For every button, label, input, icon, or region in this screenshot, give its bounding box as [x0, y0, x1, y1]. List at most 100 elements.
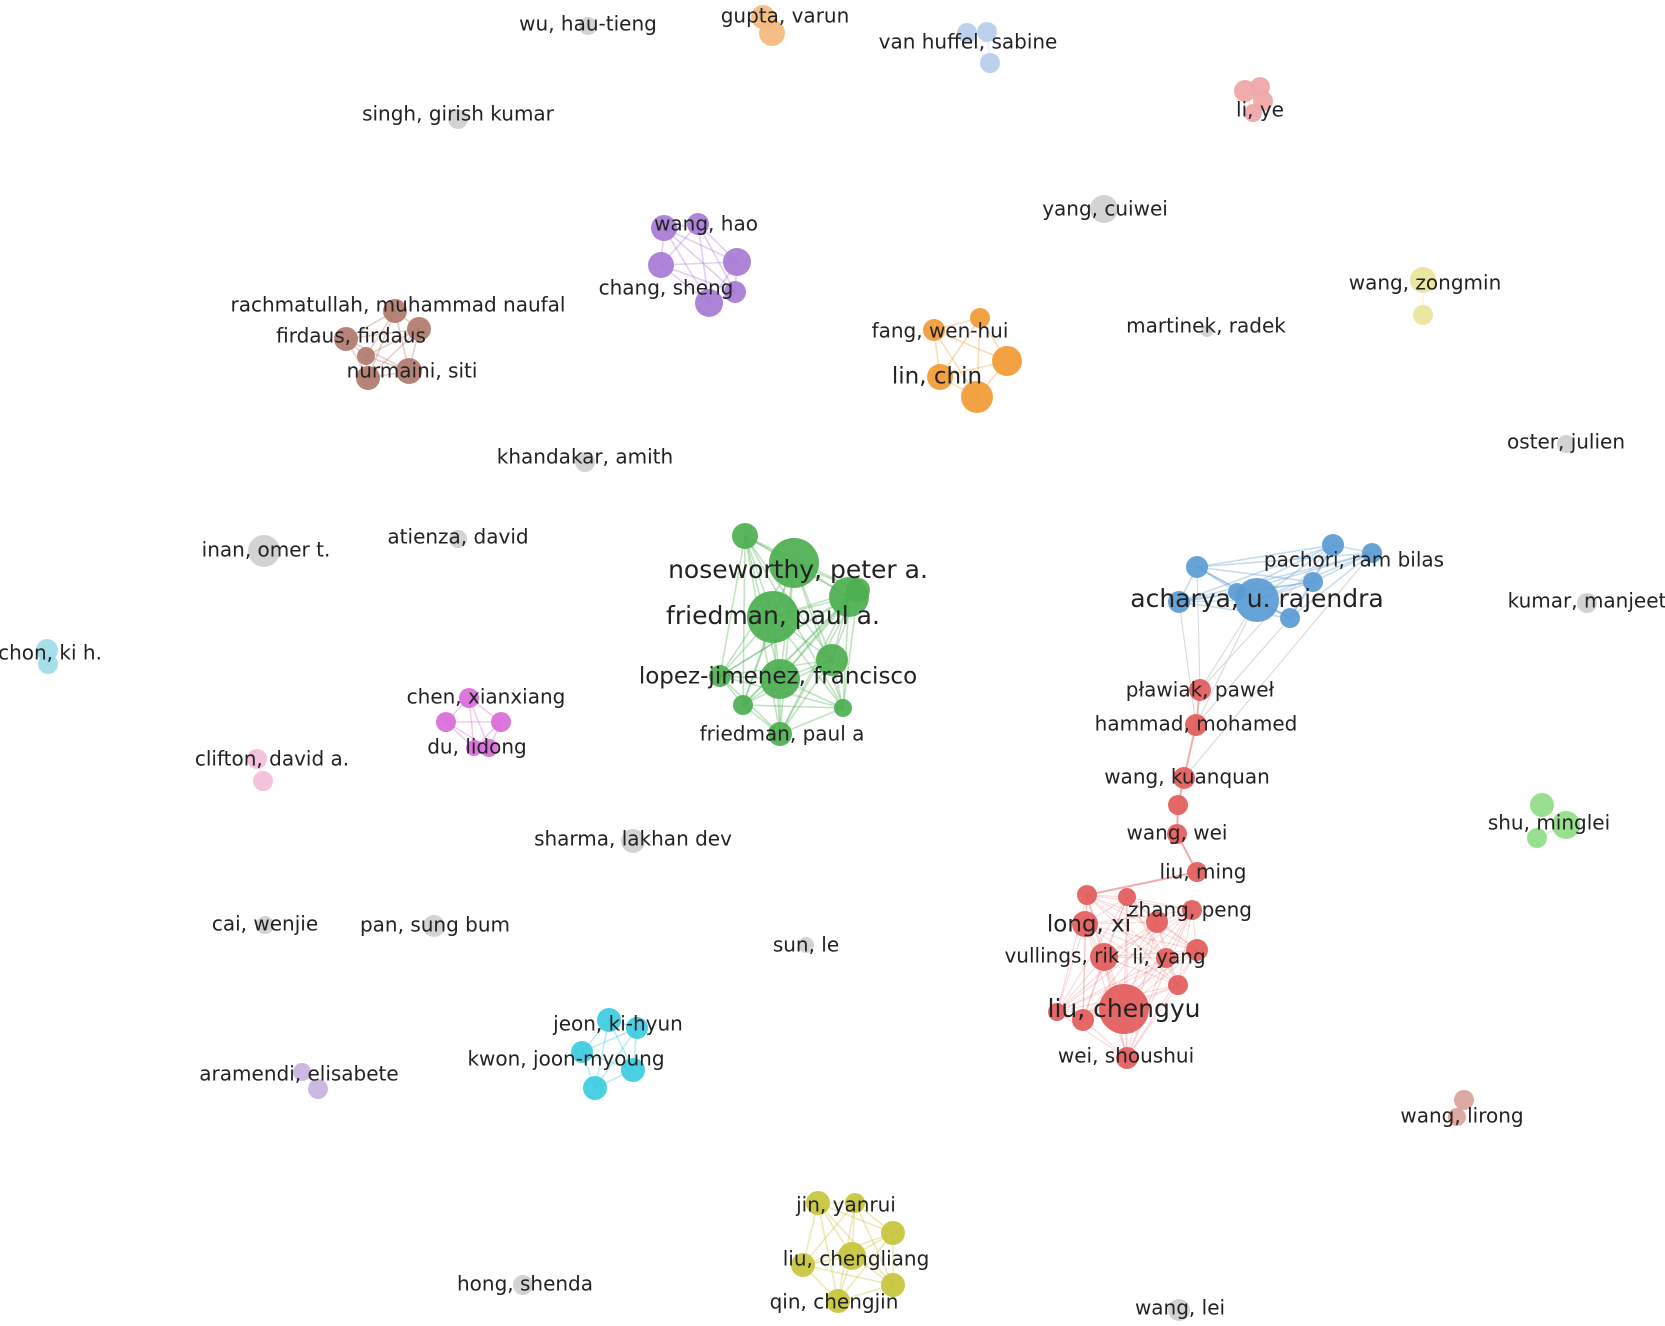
author-node[interactable]: [1454, 1090, 1474, 1110]
author-node[interactable]: [1244, 104, 1262, 122]
author-label-jeon-ki-hyun[interactable]: jeon, ki-hyun: [552, 1012, 683, 1036]
author-node[interactable]: [768, 722, 792, 746]
author-node[interactable]: [293, 1063, 311, 1081]
author-node[interactable]: [1187, 862, 1207, 882]
author-node[interactable]: [760, 659, 800, 699]
author-label-pachori-ram-bilas[interactable]: pachori, ram bilas: [1264, 548, 1444, 572]
author-node[interactable]: [1116, 1047, 1138, 1069]
author-node[interactable]: [466, 740, 482, 756]
author-label-pan-sung-bum[interactable]: pan, sung bum: [360, 913, 510, 937]
author-node[interactable]: [724, 281, 746, 303]
author-node[interactable]: [1185, 714, 1207, 736]
author-label-lopez-jimenez-francisco[interactable]: lopez-jimenez, francisco: [639, 664, 917, 690]
author-node[interactable]: [1167, 824, 1187, 844]
author-node[interactable]: [1186, 556, 1208, 578]
author-node[interactable]: [992, 346, 1022, 376]
author-label-chang-sheng[interactable]: chang, sheng: [599, 276, 734, 300]
author-node[interactable]: [1168, 795, 1188, 815]
author-node[interactable]: [977, 22, 997, 42]
author-node[interactable]: [838, 1242, 866, 1270]
author-node[interactable]: [1577, 593, 1597, 613]
author-label-plawiak-pawel[interactable]: pławiak, paweł: [1126, 678, 1275, 702]
author-node[interactable]: [806, 1191, 830, 1215]
author-node[interactable]: [436, 712, 456, 732]
author-label-chen-xianxiang[interactable]: chen, xianxiang: [407, 685, 566, 709]
author-node[interactable]: [575, 452, 595, 472]
author-label-yang-cuiwei[interactable]: yang, cuiwei: [1042, 197, 1168, 221]
author-node[interactable]: [826, 1289, 850, 1313]
author-label-fang-wen-hui[interactable]: fang, wen-hui: [872, 319, 1009, 343]
author-node[interactable]: [1552, 811, 1580, 839]
author-node[interactable]: [1072, 911, 1098, 937]
author-label-liu-ming[interactable]: liu, ming: [1160, 860, 1247, 884]
author-label-jin-yanrui[interactable]: jin, yanrui: [795, 1193, 896, 1217]
author-node[interactable]: [695, 289, 723, 317]
author-label-kumar-manjeet[interactable]: kumar, manjeet: [1508, 589, 1665, 613]
author-label-oster-julien[interactable]: oster, julien: [1507, 430, 1625, 454]
author-node[interactable]: [1099, 984, 1149, 1034]
author-node[interactable]: [1173, 767, 1195, 789]
author-node[interactable]: [621, 1058, 645, 1082]
author-node[interactable]: [846, 578, 870, 602]
author-node[interactable]: [759, 20, 785, 46]
author-node[interactable]: [648, 252, 674, 278]
author-label-atienza-david[interactable]: atienza, david: [387, 525, 528, 549]
author-node[interactable]: [513, 1275, 533, 1295]
author-node[interactable]: [834, 699, 852, 717]
author-node[interactable]: [1146, 911, 1168, 933]
author-node[interactable]: [248, 535, 280, 567]
author-node[interactable]: [38, 654, 58, 674]
author-label-cai-wenjie[interactable]: cai, wenjie: [212, 912, 318, 936]
author-node[interactable]: [247, 749, 267, 769]
author-node[interactable]: [491, 712, 511, 732]
author-label-vullings-rik[interactable]: vullings, rik: [1004, 944, 1119, 968]
author-node[interactable]: [571, 1041, 593, 1063]
author-label-wang-hao[interactable]: wang, hao: [654, 212, 758, 236]
author-node[interactable]: [1362, 543, 1382, 563]
author-node[interactable]: [1410, 267, 1436, 293]
author-node[interactable]: [621, 829, 645, 853]
author-node[interactable]: [253, 771, 273, 791]
author-label-li-ye[interactable]: li, ye: [1236, 98, 1284, 122]
author-node[interactable]: [383, 299, 407, 323]
author-node[interactable]: [1156, 948, 1176, 968]
author-node[interactable]: [1072, 1009, 1094, 1031]
author-label-lin-chin[interactable]: lin, chin: [892, 364, 982, 390]
author-node[interactable]: [1303, 572, 1323, 592]
author-label-qin-chengjin[interactable]: qin, chengjin: [770, 1290, 899, 1314]
author-node[interactable]: [732, 523, 758, 549]
author-node[interactable]: [816, 644, 848, 676]
author-node[interactable]: [791, 1253, 815, 1277]
author-node[interactable]: [927, 364, 953, 390]
author-node[interactable]: [970, 308, 990, 328]
author-node[interactable]: [733, 695, 753, 715]
author-label-kwon-joon-myoung[interactable]: kwon, joon-myoung: [467, 1047, 664, 1071]
author-label-aramendi-elisabete[interactable]: aramendi, elisabete: [199, 1062, 398, 1086]
author-node[interactable]: [1090, 195, 1118, 223]
author-node[interactable]: [1557, 435, 1575, 453]
author-label-wu-hau-tieng[interactable]: wu, hau-tieng: [519, 12, 657, 36]
author-label-wang-lirong[interactable]: wang, lirong: [1400, 1104, 1523, 1128]
author-node[interactable]: [747, 591, 799, 643]
author-node[interactable]: [845, 1193, 865, 1213]
author-node[interactable]: [1448, 1108, 1466, 1126]
author-label-acharya-u-rajendra[interactable]: acharya, u. rajendra: [1130, 584, 1384, 613]
author-label-khandakar-amith[interactable]: khandakar, amith: [497, 445, 673, 469]
author-label-li-yang[interactable]: li, yang: [1132, 945, 1205, 969]
author-node[interactable]: [356, 366, 380, 390]
author-node[interactable]: [583, 1076, 607, 1100]
author-label-noseworthy-peter-a[interactable]: noseworthy, peter a.: [668, 555, 928, 584]
author-node[interactable]: [1118, 888, 1136, 906]
author-node[interactable]: [769, 538, 819, 588]
author-node[interactable]: [459, 688, 479, 708]
author-node[interactable]: [1228, 583, 1246, 601]
author-label-inan-omer-t[interactable]: inan, omer t.: [202, 538, 331, 562]
author-node[interactable]: [407, 317, 431, 341]
author-node[interactable]: [881, 1221, 905, 1245]
author-node[interactable]: [1322, 534, 1344, 556]
author-label-singh-girish-kumar[interactable]: singh, girish kumar: [362, 102, 555, 126]
author-node[interactable]: [1168, 1299, 1190, 1321]
author-node[interactable]: [449, 530, 467, 548]
author-node[interactable]: [1530, 793, 1554, 817]
author-label-wang-lei[interactable]: wang, lei: [1135, 1296, 1225, 1320]
